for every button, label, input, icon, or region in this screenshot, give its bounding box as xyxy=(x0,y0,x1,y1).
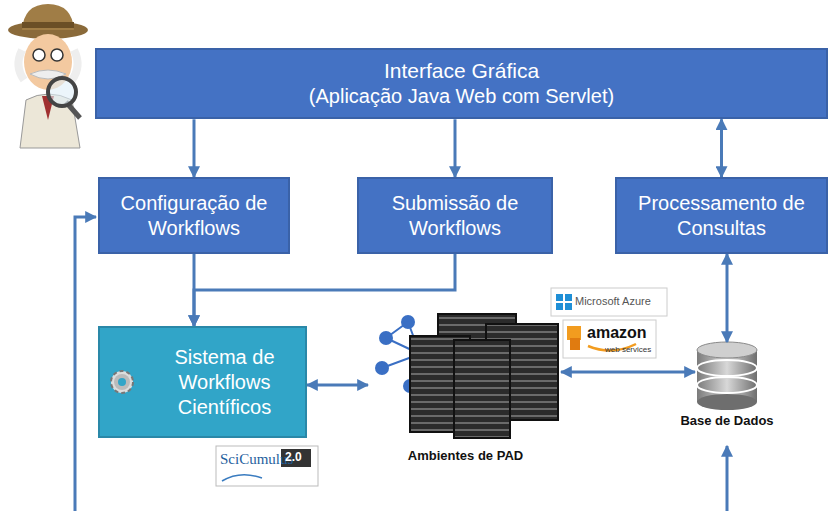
drawing-part xyxy=(556,303,563,310)
database-node: Base de Dados xyxy=(677,338,777,430)
database-cylinder xyxy=(697,342,757,410)
drawing-part xyxy=(697,342,757,358)
drawing-part xyxy=(570,338,580,350)
node-text: Submissão de Workflows xyxy=(369,191,541,241)
drawing-part xyxy=(697,360,757,376)
node-text: Base de Dados xyxy=(680,413,773,428)
drawing-part xyxy=(33,49,45,61)
node-text: Ambientes de PAD xyxy=(408,448,523,463)
drawing-part xyxy=(118,378,126,386)
feedback-line xyxy=(75,217,96,511)
drawing-part xyxy=(565,294,572,301)
connector-arrow xyxy=(454,119,457,177)
interface-band: Interface Gráfica(Aplicação Java Web com… xyxy=(95,48,828,119)
drawing-part xyxy=(222,475,262,481)
system-box: Sistema de Workflows Científicos xyxy=(98,326,307,438)
connector-arrow xyxy=(194,254,455,326)
logo-label: Microsoft Azure xyxy=(575,295,651,307)
connector-arrow xyxy=(193,119,196,177)
drawing-part xyxy=(51,49,63,61)
logo-label: 2.0 xyxy=(285,450,302,464)
drawing-part xyxy=(565,303,572,310)
gear-icon xyxy=(111,371,133,393)
connector-arrow xyxy=(561,371,695,374)
drawing-part xyxy=(556,294,563,301)
drawing-part xyxy=(567,326,581,340)
node-text: Processamento de Consultas xyxy=(627,191,816,241)
drawing-part xyxy=(22,4,74,30)
process-box: Configuração de Workflows xyxy=(98,177,290,254)
scientist-figure xyxy=(8,4,88,148)
connector-arrow xyxy=(720,119,723,177)
drawing-part xyxy=(216,446,318,486)
logo-label: amazon xyxy=(587,324,647,342)
connector-arrow xyxy=(307,384,368,387)
input-line xyxy=(726,446,729,511)
logo-label: web services xyxy=(605,345,651,354)
node-text: Interface Gráfica xyxy=(384,58,539,84)
drawing-part xyxy=(551,288,667,316)
aws-logo xyxy=(563,320,656,358)
drawing-part xyxy=(18,50,77,80)
server-racks xyxy=(375,314,558,438)
drawing-part xyxy=(697,377,757,393)
drawing-part xyxy=(22,22,74,28)
connector-arrow xyxy=(726,254,729,342)
node-text: (Aplicação Java Web com Servlet) xyxy=(309,84,614,109)
drawing-part xyxy=(48,78,76,106)
drawing-part xyxy=(454,340,510,438)
process-box: Processamento de Consultas xyxy=(615,177,828,254)
drawing-part xyxy=(111,371,133,393)
drawing-part xyxy=(697,394,757,410)
node-text: Configuração de Workflows xyxy=(110,191,278,241)
drawing-part xyxy=(114,374,130,390)
azure-logo xyxy=(551,288,667,316)
node-text: Sistema de Workflows Científicos xyxy=(152,345,297,420)
scicumulus-logo xyxy=(216,446,318,486)
drawing-part xyxy=(563,320,656,358)
logo-label: SciCumulus xyxy=(220,451,293,468)
server-node: Ambientes de PAD xyxy=(368,305,563,465)
process-box: Submissão de Workflows xyxy=(357,177,553,254)
